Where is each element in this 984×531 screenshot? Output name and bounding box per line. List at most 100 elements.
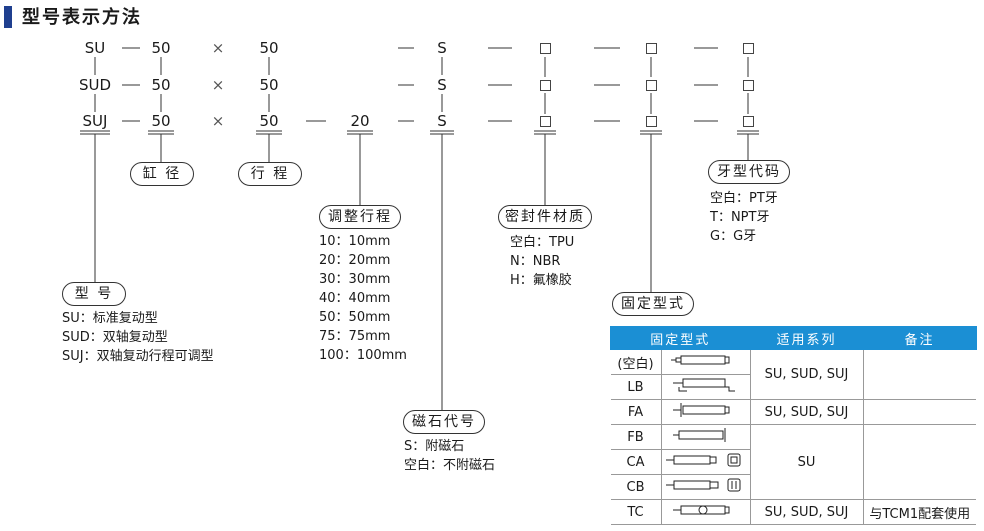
remarks-cell bbox=[862, 349, 976, 400]
cylinder-cb-icon bbox=[665, 478, 740, 492]
model-label: 型 号 bbox=[62, 282, 126, 306]
adjust-stroke-code: 20 bbox=[350, 112, 370, 130]
mount-placeholder-box bbox=[646, 43, 657, 54]
cylinder-ca-icon bbox=[665, 453, 740, 467]
model-notes: SU：标准复动型 SUD：双轴复动型 SUJ：双轴复动行程可调型 bbox=[62, 309, 214, 366]
model-code-su: SU bbox=[84, 39, 106, 57]
table-row: FA SU, SUD, SUJ bbox=[610, 399, 976, 425]
times-sign: × bbox=[211, 76, 225, 94]
bore-code: 50 bbox=[151, 39, 171, 57]
table-row: LB bbox=[610, 374, 977, 400]
mount-diagram-icon bbox=[660, 349, 750, 375]
remarks-cell bbox=[862, 424, 976, 500]
seal-placeholder-box bbox=[540, 116, 551, 127]
thread-placeholder-box bbox=[743, 80, 754, 91]
mount-diagram-icon bbox=[660, 474, 750, 500]
mount-placeholder-box bbox=[646, 116, 657, 127]
model-note: SU：标准复动型 bbox=[62, 311, 158, 326]
thread-placeholder-box bbox=[743, 43, 754, 54]
magnet-note: S：附磁石 bbox=[404, 439, 465, 454]
remarks-cell: 与TCM1配套使用 bbox=[862, 499, 976, 525]
page-title: 型号表示方法 bbox=[22, 7, 142, 28]
header-mount-type: 固定型式 bbox=[610, 326, 751, 350]
thread-placeholder-box bbox=[743, 116, 754, 127]
adjust-note: 30：30mm bbox=[319, 272, 391, 287]
stroke-code: 50 bbox=[259, 39, 279, 57]
mount-code: FA bbox=[610, 399, 661, 425]
seal-note: H：氟橡胶 bbox=[510, 273, 572, 288]
seal-material-label: 密封件材质 bbox=[498, 205, 592, 229]
mount-diagram-icon bbox=[660, 374, 750, 400]
table-header-row: 固定型式 适用系列 备注 bbox=[610, 326, 977, 350]
adjust-stroke-label: 调整行程 bbox=[319, 205, 401, 229]
mount-code: CA bbox=[610, 449, 661, 475]
magnet-code: S bbox=[437, 39, 447, 57]
stroke-code: 50 bbox=[259, 112, 279, 130]
mount-diagram-icon bbox=[660, 499, 750, 525]
seal-placeholder-box bbox=[540, 80, 551, 91]
seal-note: N：NBR bbox=[510, 254, 561, 269]
table-row: TC SU, SUD, SUJ 与TCM1配套使用 bbox=[610, 499, 976, 525]
adjust-note: 10：10mm bbox=[319, 234, 391, 249]
series-cell: SU, SUD, SUJ bbox=[749, 499, 863, 525]
magnet-code: S bbox=[437, 112, 447, 130]
seal-notes: 空白：TPU N：NBR H：氟橡胶 bbox=[510, 233, 574, 290]
thread-code-label: 牙型代码 bbox=[708, 160, 790, 184]
cylinder-fb-icon bbox=[672, 428, 725, 442]
mount-code: TC bbox=[610, 499, 661, 525]
adjust-note: 40：40mm bbox=[319, 291, 391, 306]
mount-diagram-icon bbox=[660, 449, 750, 475]
adjust-notes: 10：10mm 20：20mm 30：30mm 40：40mm 50：50mm … bbox=[319, 232, 407, 365]
times-sign: × bbox=[211, 39, 225, 57]
header-series: 适用系列 bbox=[749, 326, 864, 350]
thread-note: 空白：PT牙 bbox=[710, 191, 778, 206]
mount-code: FB bbox=[610, 424, 661, 450]
remarks-cell bbox=[862, 399, 976, 425]
times-sign: × bbox=[211, 112, 225, 130]
cylinder-lb-icon bbox=[672, 378, 735, 392]
magnet-note: 空白：不附磁石 bbox=[404, 458, 496, 473]
mount-code: CB bbox=[610, 474, 661, 500]
mount-type-label: 固定型式 bbox=[612, 292, 694, 316]
title-marker bbox=[4, 6, 12, 28]
magnet-notes: S：附磁石 空白：不附磁石 bbox=[404, 437, 495, 475]
mount-placeholder-box bbox=[646, 80, 657, 91]
mount-diagram-icon bbox=[660, 399, 750, 425]
bore-label: 缸 径 bbox=[130, 162, 194, 186]
series-cell: SU, SUD, SUJ bbox=[749, 399, 863, 425]
header-remarks: 备注 bbox=[862, 326, 977, 350]
thread-notes: 空白：PT牙 T：NPT牙 G：G牙 bbox=[710, 189, 778, 246]
table-row: CB bbox=[610, 474, 977, 500]
adjust-note: 50：50mm bbox=[319, 310, 391, 325]
magnet-code: S bbox=[437, 76, 447, 94]
mount-code: (空白) bbox=[610, 349, 661, 375]
magnet-code-label: 磁石代号 bbox=[403, 410, 485, 434]
mount-diagram-icon bbox=[660, 424, 750, 450]
table-row: CA bbox=[610, 449, 977, 475]
thread-note: T：NPT牙 bbox=[710, 210, 770, 225]
model-code-sud: SUD bbox=[78, 76, 112, 94]
model-note: SUJ：双轴复动行程可调型 bbox=[62, 349, 214, 364]
stroke-label: 行 程 bbox=[238, 162, 302, 186]
table-row: (空白) SU, SUD, SUJ bbox=[610, 349, 976, 400]
adjust-note: 100：100mm bbox=[319, 348, 407, 363]
seal-note: 空白：TPU bbox=[510, 235, 575, 250]
cylinder-basic-icon bbox=[670, 355, 729, 365]
model-code-suj: SUJ bbox=[82, 112, 108, 130]
table-row: FB SU bbox=[610, 424, 976, 500]
cylinder-fa-icon bbox=[672, 403, 729, 417]
adjust-note: 20：20mm bbox=[319, 253, 391, 268]
model-note: SUD：双轴复动型 bbox=[62, 330, 168, 345]
thread-note: G：G牙 bbox=[710, 229, 757, 244]
mount-code: LB bbox=[610, 374, 661, 400]
mount-type-table: 固定型式 适用系列 备注 (空白) SU, SUD, SUJ LB FA SU,… bbox=[610, 326, 977, 525]
stroke-code: 50 bbox=[259, 76, 279, 94]
series-cell: SU bbox=[749, 424, 863, 500]
bore-code: 50 bbox=[151, 112, 171, 130]
cylinder-tc-icon bbox=[672, 505, 729, 515]
seal-placeholder-box bbox=[540, 43, 551, 54]
bore-code: 50 bbox=[151, 76, 171, 94]
series-cell: SU, SUD, SUJ bbox=[749, 349, 863, 400]
adjust-note: 75：75mm bbox=[319, 329, 391, 344]
